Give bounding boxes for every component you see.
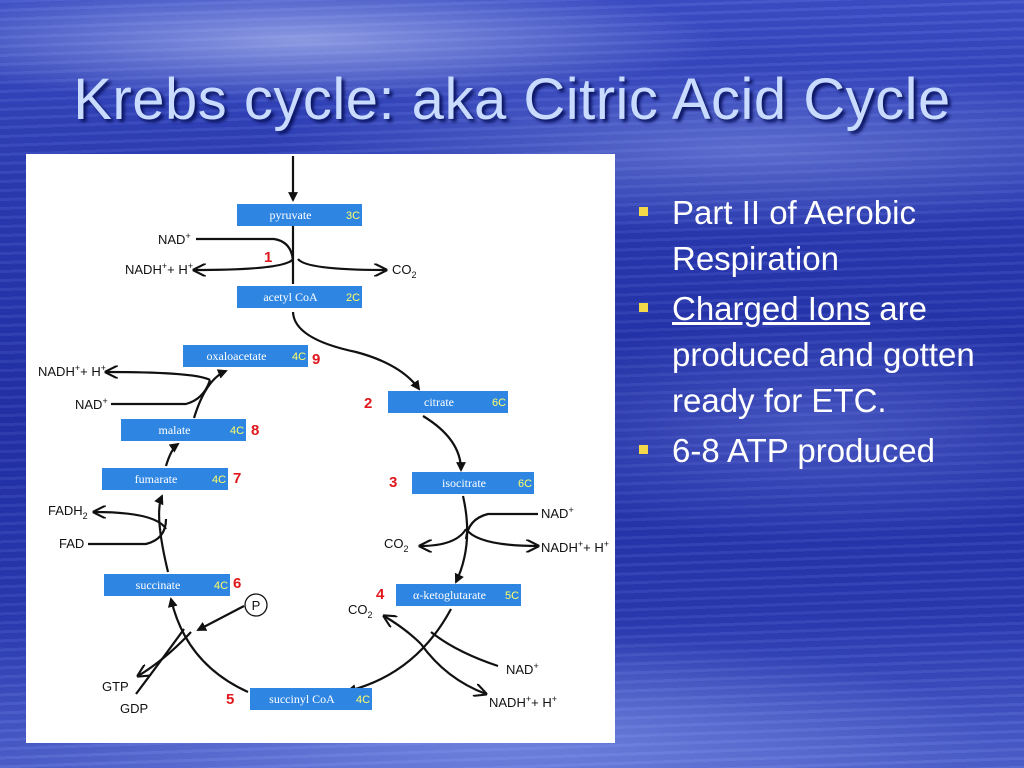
- step-number-6: 6: [233, 575, 241, 592]
- molecule-name: succinate: [136, 578, 181, 592]
- carbon-count: 5C: [505, 590, 519, 602]
- arrow-ketoglutarate-to-succinylcoa: [346, 608, 452, 694]
- fad-in-step7: [88, 518, 168, 546]
- molecule-name: isocitrate: [442, 476, 486, 490]
- co2-out-step3: [420, 528, 467, 546]
- bullet-item: Part II of Aerobic Respiration: [636, 190, 1016, 282]
- molecule-box-alpha-ketoglutarate: α-ketoglutarate 5C 4: [376, 584, 521, 606]
- molecule-name: citrate: [424, 395, 454, 409]
- co2-out-step4: [384, 616, 422, 645]
- carbon-count: 4C: [292, 351, 306, 363]
- bullet-marker-icon: [639, 303, 648, 312]
- gtp-out: [138, 631, 192, 676]
- molecule-name: malate: [159, 423, 191, 437]
- molecule-box-citrate: citrate 6C 2: [364, 391, 508, 413]
- arrow-succinylcoa-to-succinate: [167, 597, 249, 694]
- arrow-malate-to-oxaloacetate: [192, 369, 228, 419]
- step-number-4: 4: [376, 586, 385, 603]
- step-number-7: 7: [233, 470, 241, 487]
- label-co2-step3: CO2: [384, 536, 409, 554]
- bullet-marker-icon: [639, 445, 648, 454]
- label-gdp: GDP: [120, 701, 148, 716]
- step-number-5: 5: [226, 691, 234, 708]
- arrow-acetyl-to-citrate: [291, 311, 421, 391]
- molecule-box-oxaloacetate: oxaloacetate 4C 9: [183, 345, 320, 368]
- phosphate-arrow: [196, 605, 245, 631]
- step-numbers: 1: [264, 249, 272, 266]
- label-nadh-step3: NADH++ H+: [541, 539, 609, 555]
- molecule-boxes: pyruvate 3C acetyl CoA 2C oxaloacetate 4C 9 cit…: [102, 204, 534, 710]
- fadh2-out-step7: [94, 512, 167, 530]
- label-fad: FAD: [59, 536, 84, 551]
- label-fadh2: FADH2: [48, 503, 88, 521]
- nad-in-step4: [430, 631, 499, 668]
- molecule-box-succinate: succinate 4C 6: [104, 574, 241, 596]
- nad-in-step1: [196, 237, 295, 265]
- molecule-name: pyruvate: [270, 208, 312, 222]
- bullet-marker-icon: [639, 207, 648, 216]
- step-number-8: 8: [251, 422, 259, 439]
- arrow-fumarate-to-malate: [164, 442, 180, 467]
- cofactor-labels: NAD+ NADH++ H+ CO2 NADH++ H+ NAD+ FADH2 …: [38, 231, 609, 716]
- bullet-text: Part II of Aerobic Respiration: [672, 194, 916, 277]
- molecule-box-malate: malate 4C 8: [121, 419, 259, 441]
- carbon-count: 4C: [356, 694, 370, 706]
- carbon-count: 3C: [346, 210, 360, 222]
- bullet-text: are produced and gotten ready for ETC.: [672, 290, 975, 419]
- nadh-out-step1: [194, 258, 294, 270]
- molecule-name: α-ketoglutarate: [413, 588, 486, 602]
- carbon-count: 4C: [214, 580, 228, 592]
- phosphate-label: P: [252, 598, 261, 613]
- bullet-text: 6-8 ATP produced: [672, 432, 935, 469]
- carbon-count: 2C: [346, 292, 360, 304]
- nad-in-step9: [111, 379, 212, 406]
- label-nadh-step9: NADH++ H+: [38, 363, 106, 379]
- arrow-citrate-to-isocitrate: [422, 415, 466, 472]
- carbon-count: 4C: [230, 425, 244, 437]
- label-co2-step4: CO2: [348, 602, 373, 620]
- step-number-2: 2: [364, 395, 372, 412]
- bullet-item: Charged Ions are produced and gotten rea…: [636, 286, 1016, 424]
- molecule-name: succinyl CoA: [269, 692, 335, 706]
- label-nad-step1: NAD+: [158, 231, 191, 247]
- label-gtp: GTP: [102, 679, 129, 694]
- bullet-item: 6-8 ATP produced: [636, 428, 1016, 474]
- label-co2-step1: CO2: [392, 262, 417, 280]
- arrow-succinate-to-fumarate: [154, 494, 170, 573]
- label-nad-step4: NAD+: [506, 661, 539, 677]
- molecule-name: oxaloacetate: [207, 349, 267, 363]
- molecule-name: acetyl CoA: [263, 290, 318, 304]
- arrow-isocitrate-to-ketoglutarate: [454, 495, 469, 584]
- molecule-box-succinyl-coa: succinyl CoA 4C 5: [226, 688, 372, 710]
- krebs-cycle-diagram: P pyruvate 3C acetyl CoA 2C oxaloacetate 4C 9 c…: [26, 154, 615, 743]
- cycle-arrows: [154, 156, 469, 694]
- phosphate-circle: [244, 593, 268, 617]
- nad-in-step3: [464, 512, 538, 540]
- molecule-box-acetyl-coa: acetyl CoA 2C: [237, 286, 362, 308]
- molecule-box-isocitrate: isocitrate 6C 3: [389, 472, 534, 494]
- krebs-cycle-svg: P pyruvate 3C acetyl CoA 2C oxaloacetate 4C 9 c…: [38, 156, 609, 716]
- nadh-out-step3: [465, 528, 538, 546]
- label-nadh-step1: NADH++ H+: [125, 261, 193, 277]
- carbon-count: 6C: [492, 397, 506, 409]
- step-number-3: 3: [389, 474, 397, 491]
- label-nad-step3: NAD+: [541, 505, 574, 521]
- label-nad-step9: NAD+: [75, 396, 108, 412]
- bullet-list: Part II of Aerobic Respiration Charged I…: [636, 190, 1016, 478]
- nadh-out-step4: [420, 643, 486, 694]
- bullet-underlined-term: Charged Ions: [672, 290, 871, 327]
- label-nadh-step4: NADH++ H+: [489, 694, 557, 710]
- molecule-name: fumarate: [135, 472, 178, 486]
- side-reactions: P: [88, 237, 538, 694]
- carbon-count: 6C: [518, 478, 532, 490]
- molecule-box-pyruvate: pyruvate 3C: [237, 204, 362, 226]
- molecule-box-fumarate: fumarate 4C 7: [102, 468, 241, 490]
- nadh-out-step9: [106, 372, 211, 381]
- slide-title: Krebs cycle: aka Citric Acid Cycle: [73, 67, 951, 132]
- step-number-1: 1: [264, 249, 272, 266]
- co2-out-step1: [297, 258, 386, 270]
- step-number-9: 9: [312, 351, 320, 368]
- carbon-count: 4C: [212, 474, 226, 486]
